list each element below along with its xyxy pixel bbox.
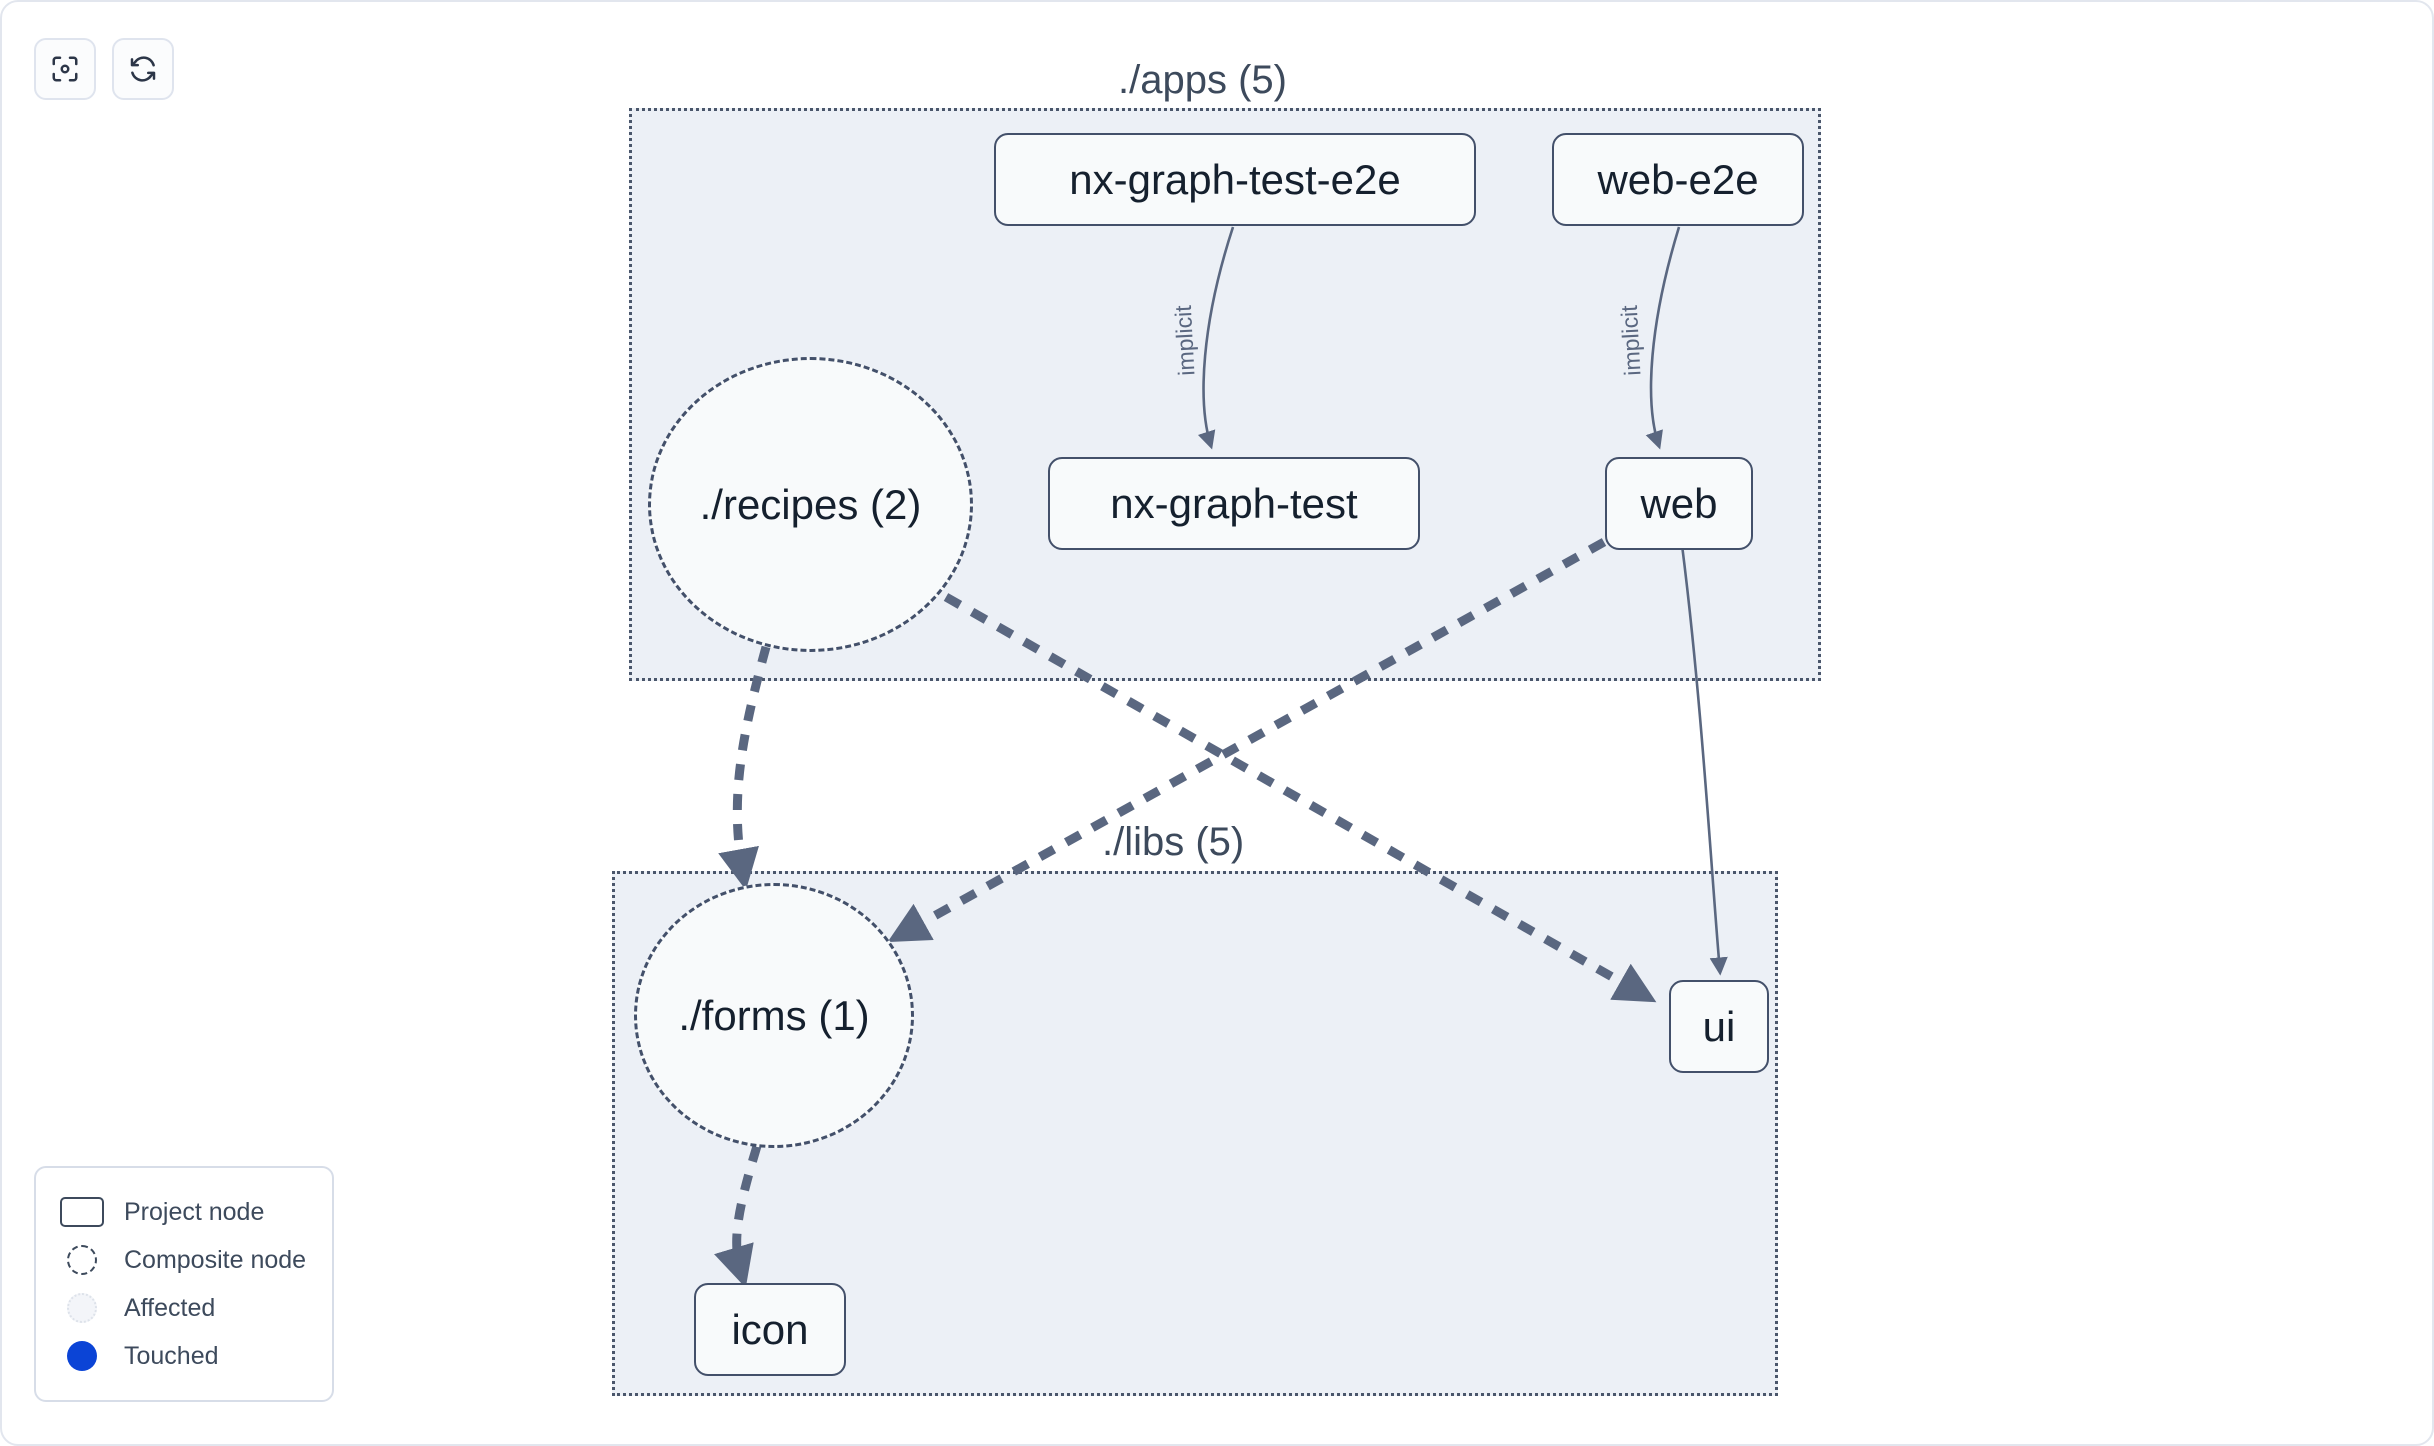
- affected-node-swatch: [58, 1293, 106, 1323]
- refresh-icon: [128, 54, 158, 84]
- edge-label-implicit-2: implicit: [1615, 304, 1646, 377]
- project-node-web-label: web: [1640, 479, 1718, 527]
- project-node-ui-label: ui: [1702, 1002, 1736, 1050]
- legend-item-affected: Affected: [58, 1284, 310, 1332]
- refresh-graph-button[interactable]: [112, 38, 174, 100]
- composite-node-recipes[interactable]: ./recipes (2): [648, 357, 973, 652]
- legend-item-touched: Touched: [58, 1332, 310, 1380]
- edge-label-implicit-1: implicit: [1169, 304, 1200, 377]
- legend-item-project-node: Project node: [58, 1188, 310, 1236]
- touched-node-swatch: [58, 1341, 106, 1371]
- legend-item-composite-node: Composite node: [58, 1236, 310, 1284]
- legend-label-touched: Touched: [124, 1341, 219, 1370]
- composite-node-forms-label: ./forms (1): [678, 991, 870, 1039]
- project-node-nx-graph-test-e2e[interactable]: nx-graph-test-e2e: [994, 133, 1476, 226]
- focus-graph-button[interactable]: [34, 38, 96, 100]
- group-label-libs: ./libs (5): [1102, 820, 1245, 864]
- composite-node-swatch: [58, 1245, 106, 1275]
- composite-node-forms[interactable]: ./forms (1): [634, 883, 914, 1148]
- legend-label-affected: Affected: [124, 1293, 216, 1322]
- project-node-web[interactable]: web: [1605, 457, 1753, 550]
- project-node-nx-graph-test-label: nx-graph-test: [1110, 479, 1358, 527]
- focus-target-icon: [50, 54, 80, 84]
- legend-label-project-node: Project node: [124, 1197, 265, 1226]
- project-node-ui[interactable]: ui: [1669, 980, 1769, 1073]
- group-label-apps: ./apps (5): [1118, 58, 1287, 102]
- project-node-icon[interactable]: icon: [694, 1283, 846, 1376]
- legend-label-composite-node: Composite node: [124, 1245, 307, 1274]
- graph-toolbar: [34, 38, 174, 100]
- project-node-nx-graph-test-e2e-label: nx-graph-test-e2e: [1069, 155, 1401, 203]
- edge-recipes-to-forms: [718, 645, 771, 891]
- graph-legend: Project node Composite node Affected Tou…: [34, 1166, 334, 1402]
- project-node-icon-label: icon: [731, 1305, 809, 1353]
- project-node-nx-graph-test[interactable]: nx-graph-test: [1048, 457, 1420, 550]
- composite-node-recipes-label: ./recipes (2): [699, 480, 922, 528]
- project-node-web-e2e-label: web-e2e: [1597, 155, 1759, 203]
- project-node-web-e2e[interactable]: web-e2e: [1552, 133, 1804, 226]
- project-node-swatch: [58, 1197, 106, 1227]
